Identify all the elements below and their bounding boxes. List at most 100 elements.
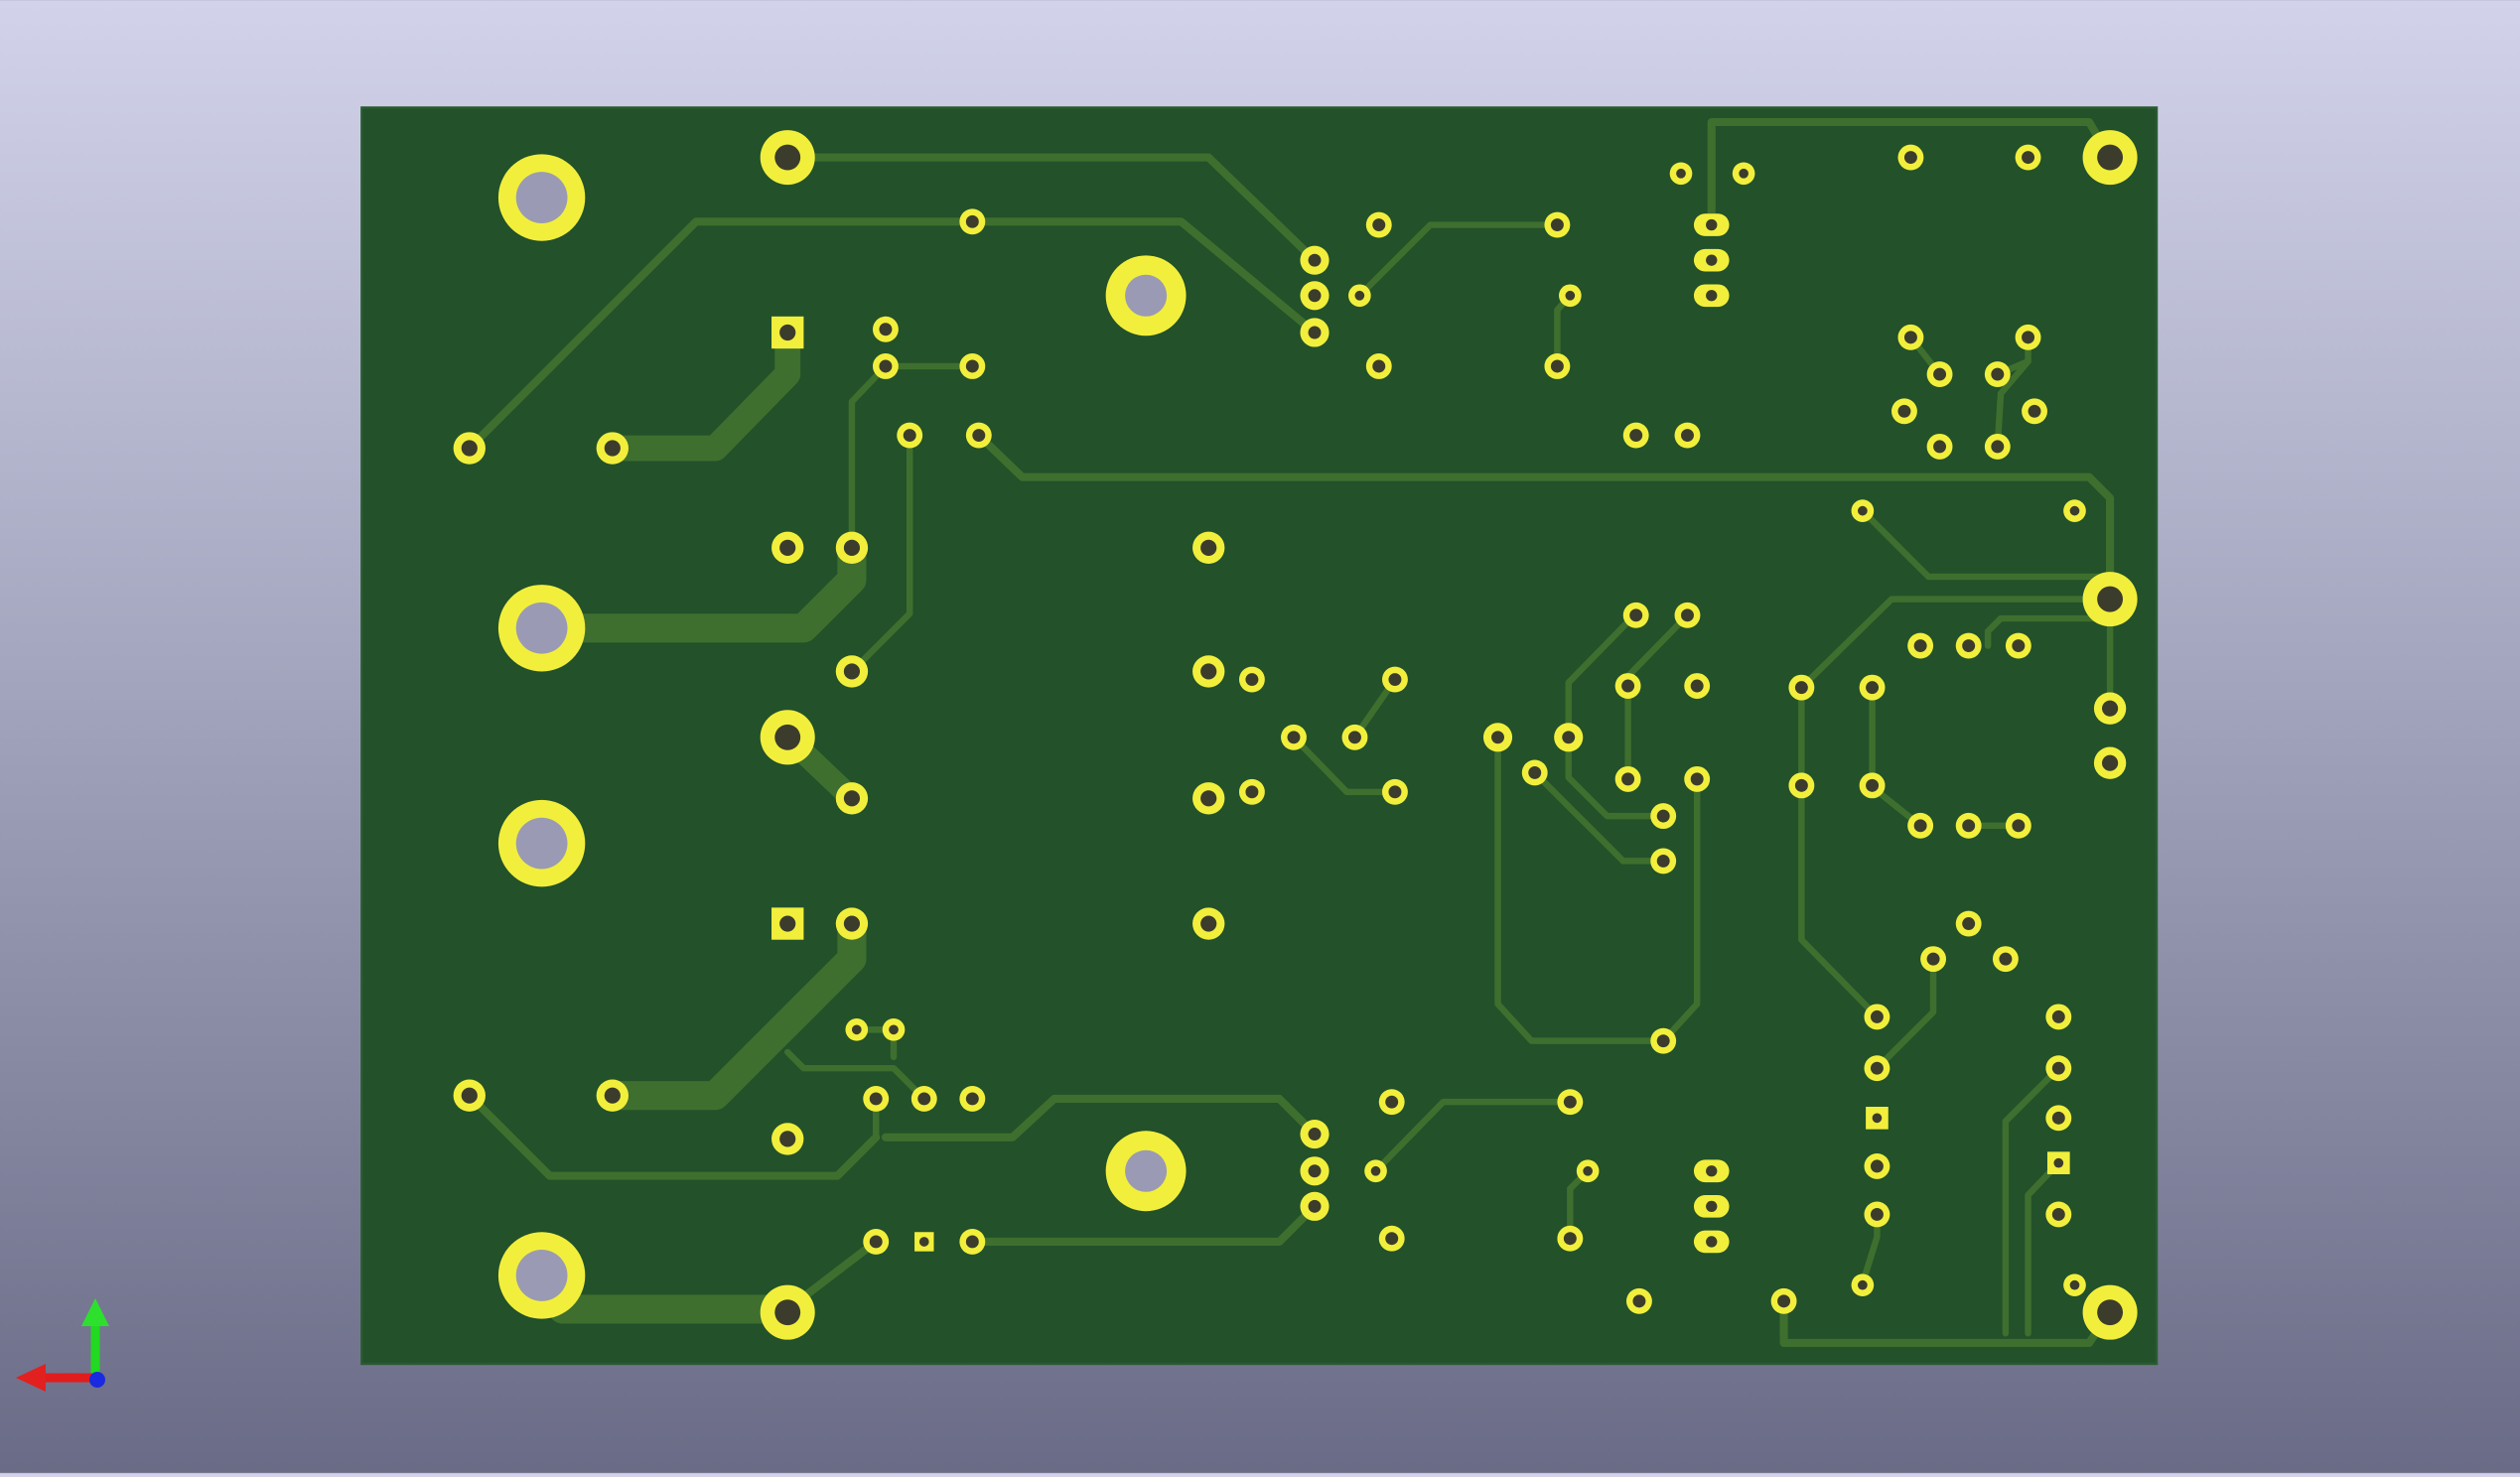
drill-hole bbox=[965, 359, 979, 373]
drill-hole bbox=[1794, 778, 1808, 792]
drill-hole bbox=[1903, 151, 1917, 165]
drill-hole bbox=[851, 1024, 862, 1035]
drill-hole bbox=[1656, 854, 1670, 868]
drill-hole bbox=[2022, 151, 2035, 165]
drill-hole bbox=[1621, 679, 1635, 693]
drill-hole bbox=[1681, 429, 1694, 443]
drill-hole bbox=[1388, 785, 1402, 799]
drill-hole bbox=[1565, 290, 1576, 301]
drill-hole bbox=[1991, 440, 2005, 454]
drill-hole bbox=[2028, 404, 2041, 418]
drill-hole bbox=[879, 359, 893, 373]
drill-hole bbox=[1656, 809, 1670, 823]
drill-hole bbox=[1991, 367, 2005, 381]
drill-hole bbox=[1926, 952, 1940, 966]
drill-hole bbox=[1550, 359, 1564, 373]
drill-hole bbox=[869, 1092, 883, 1106]
copper-track bbox=[1290, 734, 1399, 796]
drill-hole bbox=[843, 539, 861, 556]
drill-hole bbox=[1706, 290, 1718, 302]
drill-hole bbox=[869, 1235, 883, 1249]
drill-hole bbox=[515, 817, 568, 870]
copper-track bbox=[1356, 221, 1561, 300]
drill-hole bbox=[1690, 679, 1704, 693]
drill-hole bbox=[972, 429, 986, 443]
xyz-axes-icon bbox=[16, 1298, 109, 1392]
pads-layer bbox=[453, 130, 2138, 1340]
drill-hole bbox=[1777, 1294, 1791, 1308]
drill-hole bbox=[1870, 1207, 1884, 1221]
drill-hole bbox=[2051, 1111, 2065, 1125]
copper-track bbox=[598, 908, 867, 1111]
drill-hole bbox=[1933, 440, 1947, 454]
drill-hole bbox=[1933, 367, 1947, 381]
drill-hole bbox=[1200, 663, 1217, 680]
drill-hole bbox=[843, 915, 861, 932]
drill-hole bbox=[1583, 1165, 1593, 1176]
drill-hole bbox=[1706, 254, 1718, 266]
drill-hole bbox=[1962, 819, 1976, 833]
drill-hole bbox=[965, 1092, 979, 1106]
drill-hole bbox=[1562, 731, 1576, 744]
copper-track bbox=[1994, 357, 2031, 451]
drill-hole bbox=[1676, 168, 1686, 179]
drill-hole bbox=[1656, 1034, 1670, 1048]
copper-track bbox=[1565, 609, 1667, 820]
drill-hole bbox=[1870, 1061, 1884, 1075]
copper-track bbox=[1798, 596, 2114, 691]
drill-hole bbox=[1308, 326, 1322, 339]
drill-hole bbox=[1913, 819, 1927, 833]
drill-hole bbox=[1706, 1236, 1718, 1248]
drill-hole bbox=[1866, 681, 1880, 695]
drill-hole bbox=[1632, 1294, 1646, 1308]
drill-hole bbox=[1370, 1165, 1381, 1176]
copper-track bbox=[1859, 507, 2114, 581]
drill-hole bbox=[779, 324, 796, 341]
drill-hole bbox=[1706, 1165, 1718, 1177]
drill-hole bbox=[843, 663, 861, 680]
drill-hole bbox=[1563, 1232, 1577, 1246]
drill-hole bbox=[1125, 274, 1168, 317]
copper-track bbox=[1984, 614, 2114, 649]
drill-hole bbox=[1245, 785, 1259, 799]
drill-hole bbox=[604, 440, 621, 457]
drill-hole bbox=[1870, 1009, 1884, 1023]
drill-hole bbox=[2051, 1009, 2065, 1023]
copper-track bbox=[1874, 957, 1937, 1072]
drill-hole bbox=[1491, 731, 1504, 744]
drill-hole bbox=[1308, 1128, 1322, 1141]
drill-hole bbox=[1629, 608, 1643, 622]
drill-hole bbox=[2097, 1299, 2124, 1326]
drill-hole bbox=[1903, 331, 1917, 344]
drill-hole bbox=[1354, 290, 1365, 301]
drill-hole bbox=[1308, 1199, 1322, 1213]
drill-hole bbox=[1621, 772, 1635, 786]
drill-hole bbox=[1125, 1149, 1168, 1192]
drill-hole bbox=[2051, 1207, 2065, 1221]
drill-hole bbox=[965, 214, 979, 228]
drill-hole bbox=[1962, 639, 1976, 653]
copper-track bbox=[968, 1202, 1320, 1247]
copper-track bbox=[1372, 1098, 1574, 1174]
drill-hole bbox=[1388, 673, 1402, 687]
drill-hole bbox=[1706, 218, 1718, 231]
drill-hole bbox=[515, 172, 568, 223]
drill-hole bbox=[2097, 144, 2124, 171]
drill-hole bbox=[604, 1087, 621, 1104]
copper-track bbox=[783, 1048, 928, 1103]
drill-hole bbox=[1372, 359, 1386, 373]
drill-hole bbox=[1550, 218, 1564, 232]
drill-hole bbox=[2012, 819, 2026, 833]
drill-hole bbox=[1348, 731, 1361, 744]
drill-hole bbox=[2022, 331, 2035, 344]
pcb-substrate bbox=[360, 106, 2159, 1366]
drill-hole bbox=[965, 1235, 979, 1249]
copper-track bbox=[1798, 684, 1881, 1020]
drill-hole bbox=[918, 1237, 929, 1247]
drill-hole bbox=[461, 440, 478, 457]
drill-hole bbox=[1913, 639, 1927, 653]
copper-track bbox=[881, 1094, 1320, 1141]
drill-hole bbox=[1858, 1279, 1868, 1290]
